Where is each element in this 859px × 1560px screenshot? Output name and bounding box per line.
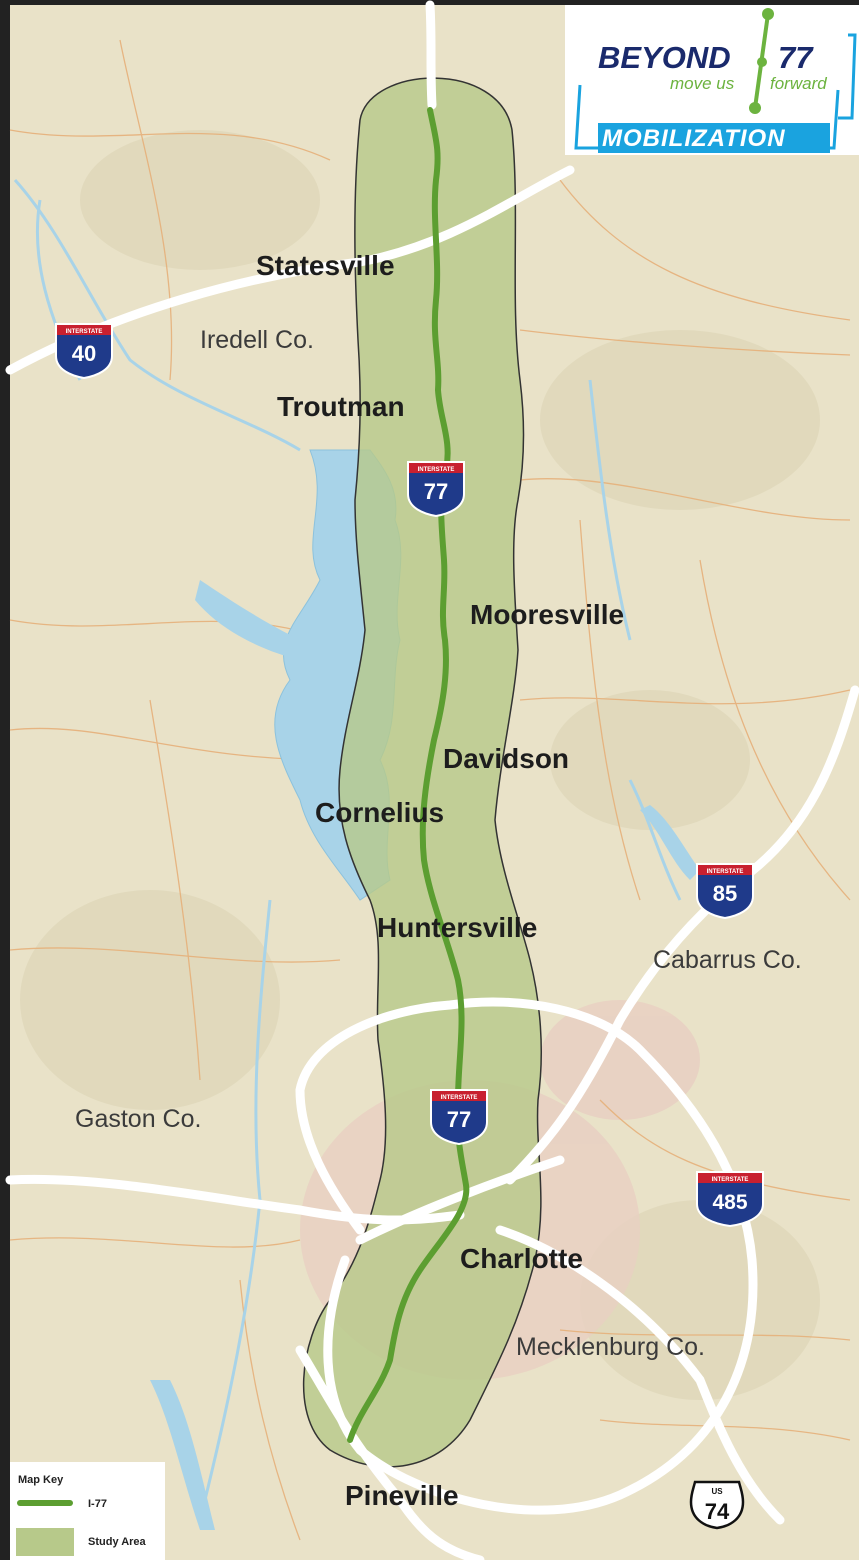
place-labels: Statesville Troutman Mooresville Davidso… <box>256 250 624 1511</box>
shield-i77-north-top: INTERSTATE <box>418 467 455 473</box>
county-labels: Iredell Co. Cabarrus Co. Gaston Co. Meck… <box>75 326 802 1361</box>
interstate-shield-icon <box>430 1089 488 1146</box>
label-mecklenburg-county: Mecklenburg Co. <box>516 1333 705 1361</box>
us74-road <box>495 1225 785 1525</box>
label-statesville: Statesville <box>256 250 395 281</box>
logo-tagline-right: forward <box>770 74 827 93</box>
shield-i77-north: INTERSTATE 77 <box>407 461 465 518</box>
label-troutman: Troutman <box>277 391 405 422</box>
shield-i77-north-number: 77 <box>424 479 448 504</box>
label-pineville: Pineville <box>345 1480 459 1511</box>
us-route-shield-icon <box>689 1480 745 1530</box>
interstate-shield-icon <box>407 461 465 518</box>
map-key: Map Key I-77 Study Area <box>10 1462 165 1560</box>
shield-i40-number: 40 <box>72 341 96 366</box>
sw-road <box>295 1345 485 1560</box>
label-cornelius: Cornelius <box>315 797 444 828</box>
map-key-title: Map Key <box>18 1474 64 1486</box>
i277-road <box>355 1155 565 1245</box>
north-i77-road <box>425 0 437 110</box>
label-gaston-county: Gaston Co. <box>75 1105 201 1133</box>
interstate-shield-icon <box>696 1171 764 1228</box>
logo-tagline-left: move us <box>670 74 735 93</box>
shield-i77-south-top: INTERSTATE <box>441 1095 478 1101</box>
label-davidson: Davidson <box>443 743 569 774</box>
shield-i485-number: 485 <box>712 1191 747 1214</box>
shield-i485: INTERSTATE 485 <box>696 1171 764 1228</box>
label-huntersville: Huntersville <box>377 912 537 943</box>
label-cabarrus-county: Cabarrus Co. <box>653 946 802 974</box>
logo-route-dot-bottom <box>749 102 761 114</box>
logo-number: 77 <box>778 40 814 75</box>
interstate-shield-icon <box>55 323 113 380</box>
shield-us74-top: US <box>711 1487 723 1496</box>
label-iredell-county: Iredell Co. <box>200 326 314 354</box>
logo-banner <box>598 123 830 153</box>
logo-banner-text: MOBILIZATION <box>602 125 786 152</box>
interstate-shield-icon <box>696 863 754 920</box>
map-key-area-swatch <box>16 1528 74 1556</box>
shield-i40-top: INTERSTATE <box>66 329 103 335</box>
label-charlotte: Charlotte <box>460 1243 583 1274</box>
i85-road <box>505 685 859 1185</box>
shield-i40: INTERSTATE 40 <box>55 323 113 380</box>
shield-i85-number: 85 <box>713 881 737 906</box>
logo-route-dot-mid <box>757 57 767 67</box>
logo-frame-right <box>838 33 857 120</box>
map-key-route-label: I-77 <box>88 1498 107 1510</box>
logo-route-dot-top <box>762 8 774 20</box>
shield-i485-top: INTERSTATE <box>712 1177 749 1183</box>
map-border-left <box>0 0 10 1560</box>
label-mooresville: Mooresville <box>470 599 624 630</box>
terrain-texture <box>20 130 820 1400</box>
i77-route-line <box>347 107 470 1443</box>
shield-i85: INTERSTATE 85 <box>696 863 754 920</box>
map-key-area-label: Study Area <box>88 1536 147 1548</box>
shield-i77-south-number: 77 <box>447 1107 471 1132</box>
logo-brand: BEYOND <box>598 40 731 75</box>
shield-us74: US 74 <box>689 1480 745 1530</box>
shield-i85-top: INTERSTATE <box>707 869 744 875</box>
shield-i77-south: INTERSTATE 77 <box>430 1089 488 1146</box>
lake-wylie <box>150 1380 215 1530</box>
reservoir-east <box>640 805 700 880</box>
shield-us74-number: 74 <box>705 1499 730 1524</box>
logo: BEYOND 77 move us forward MOBILIZATION <box>565 5 859 155</box>
lake-norman-arm <box>195 580 300 660</box>
